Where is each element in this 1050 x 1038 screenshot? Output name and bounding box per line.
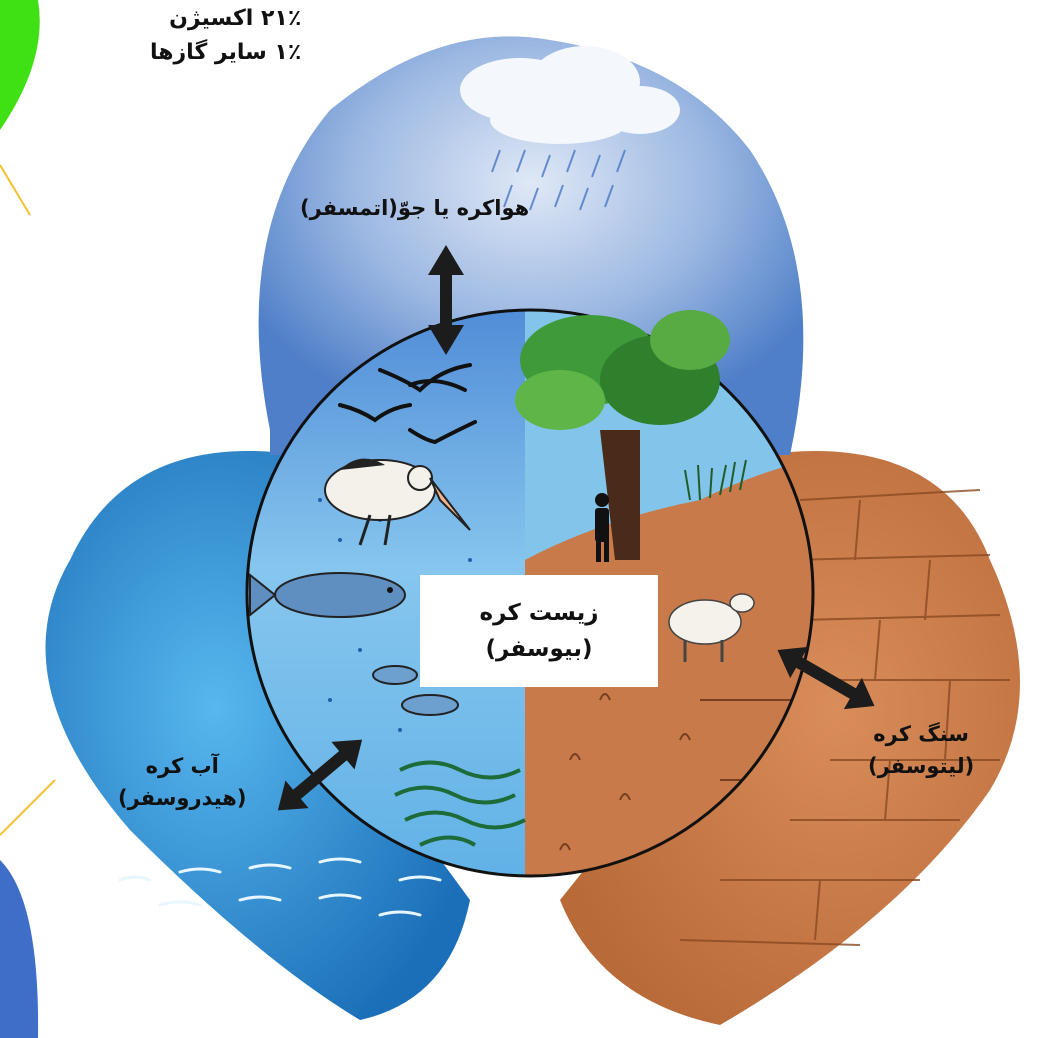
biosphere-label-box: زیست کره (بیوسفر): [420, 575, 658, 687]
fish-icon: [249, 572, 406, 618]
green-corner-shape: [0, 0, 40, 130]
hydrosphere-label: آب کره (هیدروسفر): [118, 750, 246, 814]
hydrosphere-title: آب کره: [145, 754, 219, 778]
tree-icon: [515, 310, 730, 560]
blue-corner-shape: [0, 860, 39, 1038]
double-arrow-icon: [428, 245, 464, 355]
cloud-icon: [460, 46, 680, 144]
yellow-deco-line: [0, 164, 31, 216]
lithosphere-label: سنگ کره (لیتوسفر): [868, 718, 974, 782]
yellow-deco-line: [0, 779, 56, 836]
atmosphere-label: هواکره یا جوّ(اتمسفر): [300, 196, 530, 220]
rock-layer-lines: [679, 489, 1010, 946]
lithosphere-subtitle: (لیتوسفر): [868, 754, 975, 778]
hydrosphere-subtitle: (هیدروسفر): [118, 786, 247, 810]
fish-icon: [372, 665, 459, 716]
bird-icon: [338, 363, 477, 445]
pelican-icon: [324, 458, 471, 546]
rain-icon: [491, 149, 626, 211]
biosphere-subtitle: (بیوسفر): [485, 636, 593, 662]
lithosphere-title: سنگ کره: [873, 722, 969, 746]
oxygen-line: ۲۱٪ اکسیژن: [169, 6, 302, 31]
grass-icon: [684, 459, 747, 501]
hydrosphere-region: [45, 450, 470, 1020]
other-gases-line: ۱٪ سایر گازها: [150, 40, 302, 65]
atmosphere-composition-note: ۲۱٪ اکسیژن ۱٪ سایر گازها: [150, 2, 301, 70]
person-icon: [595, 493, 609, 562]
biosphere-title: زیست کره: [479, 600, 599, 626]
wave-icon: [118, 857, 442, 917]
lithosphere-region: [560, 450, 1020, 1025]
biosphere-outline: [245, 308, 815, 878]
sheep-icon: [668, 593, 755, 662]
double-arrow-icon: [277, 739, 363, 811]
double-arrow-icon: [777, 646, 875, 710]
seaweed-icon: [394, 760, 526, 847]
